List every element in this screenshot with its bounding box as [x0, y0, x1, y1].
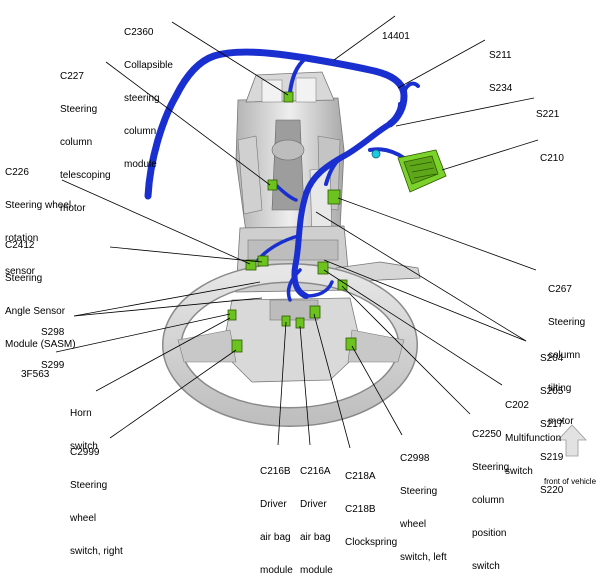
front-of-vehicle-label: front of vehicle	[544, 477, 597, 486]
label-c2412: C2412 Steering Angle Sensor Module (SASM…	[5, 240, 76, 350]
connector-c2412	[257, 255, 269, 267]
connector-c2360	[283, 91, 294, 103]
label-3f563: 3F563	[21, 369, 50, 380]
connector-c227	[267, 179, 278, 191]
label-c2998: C2998 Steering wheel switch, left	[400, 453, 447, 563]
label-c267: C267 Steering column tilting motor	[548, 284, 586, 427]
label-s211: S211 S234	[489, 50, 513, 94]
label-c218a: C218A C218B Clockspring	[345, 471, 398, 548]
label-horn: Horn switch	[70, 408, 98, 452]
steering-column-illustration	[55, 15, 587, 457]
wiring-harness-14401	[144, 48, 420, 302]
label-c2360: C2360 Collapsible steering column module	[124, 27, 173, 170]
label-c2999: C2999 Steering wheel switch, right	[70, 447, 123, 557]
connector-c2999	[231, 339, 243, 353]
label-c226: C226 Steering wheel rotation sensor	[5, 167, 72, 277]
connectors	[227, 91, 447, 353]
label-14401: 14401	[382, 31, 410, 42]
label-c216b: C216B Driver air bag module	[260, 466, 293, 576]
connector-c267	[327, 189, 341, 205]
up-arrow-icon	[557, 424, 587, 457]
leader-lines	[55, 15, 539, 449]
label-s298: S298 S299	[41, 327, 65, 371]
label-c202: C202 Multifunction switch	[505, 400, 562, 477]
label-c2250: C2250 Steering column position switch	[472, 429, 510, 572]
connector-c202	[317, 261, 329, 275]
connector-horn	[227, 309, 237, 321]
connector-c226	[245, 259, 257, 271]
splice-s221	[371, 149, 381, 159]
connector-c210	[397, 149, 447, 193]
label-c216a: C216A Driver air bag module	[300, 466, 333, 576]
connector-c2998	[345, 337, 357, 351]
label-c210: C210	[540, 153, 564, 164]
label-c227: C227 Steering column telescoping motor	[60, 71, 111, 214]
diagram-stage: C2360 Collapsible steering column module…	[5, 15, 596, 576]
label-s221: S221	[536, 109, 560, 120]
